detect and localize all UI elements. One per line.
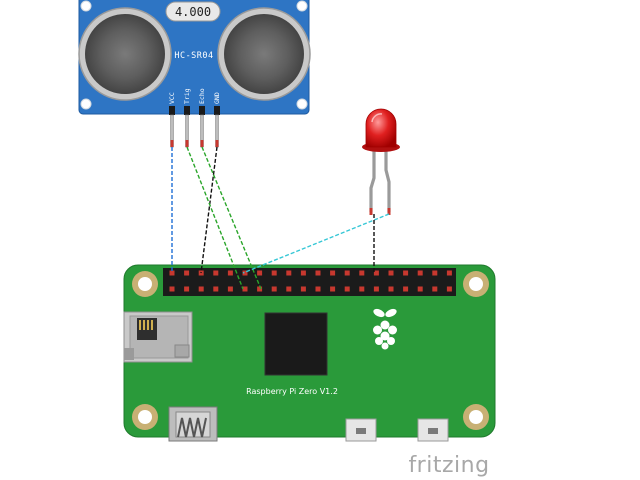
gpio-pin[interactable] <box>213 270 219 276</box>
board-name-label: Raspberry Pi Zero V1.2 <box>246 387 338 396</box>
gpio-pin[interactable] <box>359 270 365 276</box>
gpio-pin[interactable] <box>446 270 452 276</box>
pin-label-trig: Trig <box>183 88 191 104</box>
micro-usb-port-data[interactable] <box>345 418 377 442</box>
crystal-oscillator: 4.000 <box>165 1 221 22</box>
gpio-pin[interactable] <box>417 286 423 292</box>
board-mount-holes <box>132 271 489 430</box>
gpio-pin[interactable] <box>227 270 233 276</box>
sensor-mount-hole <box>296 0 308 12</box>
wire-led-anode-to-gpio[interactable] <box>242 213 390 274</box>
pin-label-gnd: GND <box>213 92 221 104</box>
led-leg-cathode <box>369 150 376 212</box>
sensor-pin-trig[interactable] <box>184 106 190 148</box>
gpio-pin[interactable] <box>432 286 438 292</box>
sensor-pin-gnd[interactable] <box>214 106 220 148</box>
gpio-pin[interactable] <box>403 270 409 276</box>
gpio-pins <box>169 270 452 292</box>
gpio-pin[interactable] <box>344 270 350 276</box>
sensor-pin-echo[interactable] <box>199 106 205 148</box>
gpio-pin[interactable] <box>184 286 190 292</box>
gpio-header <box>163 268 456 296</box>
gpio-pin[interactable] <box>417 270 423 276</box>
led-leg-anode <box>384 150 391 212</box>
wire-gnd-to-gnd[interactable] <box>200 146 218 274</box>
transmitter-transducer <box>78 7 172 101</box>
gpio-pin[interactable] <box>373 270 379 276</box>
gpio-pin[interactable] <box>432 270 438 276</box>
gpio-pin[interactable] <box>315 286 321 292</box>
receiver-transducer <box>217 7 311 101</box>
gpio-pin[interactable] <box>330 286 336 292</box>
sensor-mount-hole <box>296 98 308 110</box>
gpio-pin[interactable] <box>242 270 248 276</box>
ultrasonic-sensor: 4.000 HC-SR04 VCC Trig Echo GND <box>78 0 311 115</box>
mini-hdmi-port[interactable] <box>168 406 218 442</box>
fritzing-watermark: fritzing <box>408 453 489 478</box>
gpio-pin[interactable] <box>213 286 219 292</box>
wire-echo-to-gpio[interactable] <box>201 146 262 290</box>
gpio-pin[interactable] <box>373 286 379 292</box>
gpio-pin[interactable] <box>227 286 233 292</box>
gpio-pin[interactable] <box>388 286 394 292</box>
sensor-pin-labels: VCC Trig Echo GND <box>168 88 221 104</box>
micro-usb-port-power[interactable] <box>417 418 449 442</box>
microsd-slot[interactable] <box>123 311 193 363</box>
led-dome <box>365 108 397 148</box>
gpio-pin[interactable] <box>184 270 190 276</box>
pin-label-echo: Echo <box>198 88 206 104</box>
gpio-pin[interactable] <box>257 286 263 292</box>
sensor-pin-vcc[interactable] <box>169 106 175 148</box>
gpio-pin[interactable] <box>257 270 263 276</box>
raspberry-logo <box>373 308 397 350</box>
crystal-label: 4.000 <box>175 5 211 19</box>
gpio-pin[interactable] <box>315 270 321 276</box>
gpio-pin[interactable] <box>403 286 409 292</box>
gpio-pin[interactable] <box>286 270 292 276</box>
sensor-mount-hole <box>80 0 92 12</box>
gpio-pin[interactable] <box>169 270 175 276</box>
cpu-chip <box>264 312 328 376</box>
gpio-pin[interactable] <box>271 270 277 276</box>
gpio-pin[interactable] <box>359 286 365 292</box>
gpio-pin[interactable] <box>300 286 306 292</box>
wires <box>171 146 390 290</box>
gpio-pin[interactable] <box>446 286 452 292</box>
gpio-pin[interactable] <box>242 286 248 292</box>
gpio-pin[interactable] <box>344 286 350 292</box>
gpio-pin[interactable] <box>300 270 306 276</box>
raspberry-pi-zero-board: Raspberry Pi Zero V1.2 <box>123 264 496 442</box>
red-led[interactable] <box>362 108 400 215</box>
gpio-pin[interactable] <box>169 286 175 292</box>
wire-trig-to-gpio[interactable] <box>186 146 244 290</box>
gpio-pin[interactable] <box>330 270 336 276</box>
pin-label-vcc: VCC <box>168 92 176 104</box>
gpio-pin[interactable] <box>286 286 292 292</box>
sensor-mount-hole <box>80 98 92 110</box>
gpio-pin[interactable] <box>388 270 394 276</box>
sensor-model-label: HC-SR04 <box>174 51 213 61</box>
gpio-pin[interactable] <box>271 286 277 292</box>
gpio-pin[interactable] <box>198 286 204 292</box>
